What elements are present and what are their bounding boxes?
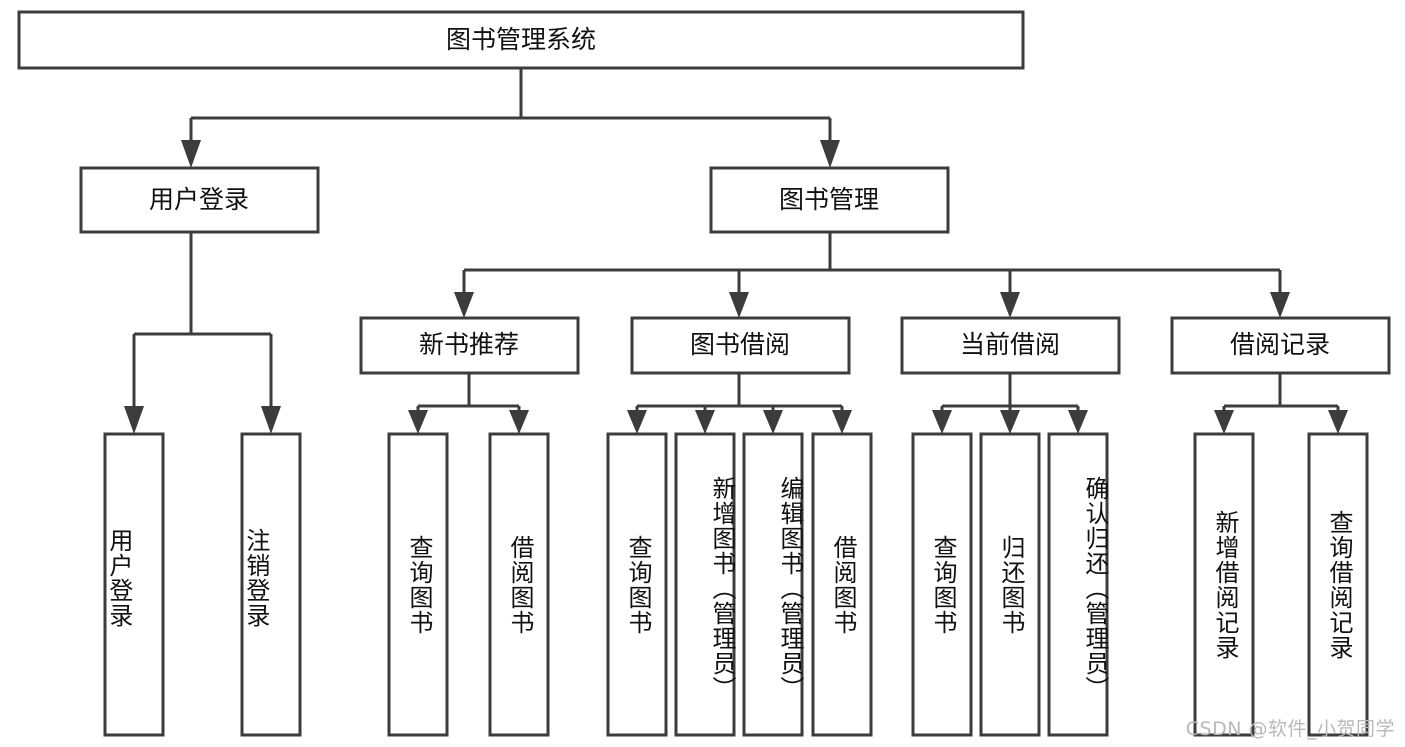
leaf-box-book-borrow-3[interactable] xyxy=(811,432,873,737)
node-user-login-box[interactable] xyxy=(79,166,320,234)
arrowhead-level3-2 xyxy=(1000,292,1020,318)
leaf-box-book-borrow-0[interactable] xyxy=(606,432,668,737)
arrowhead-newbook-leaf-1 xyxy=(509,410,529,434)
arrowhead-borrow-leaf-3 xyxy=(832,410,852,434)
leaf-box-current-borrow-0[interactable] xyxy=(911,432,973,737)
node-borrow-record[interactable]: 借阅记录 xyxy=(1170,316,1391,375)
arrowhead-book-manage xyxy=(820,140,840,168)
arrowhead-record-leaf-1 xyxy=(1328,410,1348,434)
arrowhead-user-login xyxy=(181,140,201,168)
arrowhead-current-leaf-1 xyxy=(1000,410,1020,434)
arrowhead-borrow-leaf-1 xyxy=(695,410,715,434)
leaf-box-current-borrow-1[interactable] xyxy=(979,432,1041,737)
node-new-book-recommend-box[interactable] xyxy=(359,316,580,375)
node-current-borrow-box[interactable] xyxy=(900,316,1121,375)
leaf-box-user-login-0[interactable] xyxy=(103,432,165,737)
leaf-box-user-login-1[interactable] xyxy=(240,432,302,737)
node-title-label: 图书管理系统 xyxy=(446,25,596,54)
node-book-manage[interactable]: 图书管理 xyxy=(709,166,950,234)
node-current-borrow[interactable]: 当前借阅 xyxy=(900,316,1121,375)
arrowhead-record-leaf-0 xyxy=(1214,410,1234,434)
node-user-login-label: 用户登录 xyxy=(149,185,249,214)
arrowhead-level3-1 xyxy=(729,292,749,318)
leaf-box-borrow-record-0[interactable] xyxy=(1193,432,1255,737)
arrowhead-newbook-leaf-0 xyxy=(408,410,428,434)
arrowhead-user-login-leaf-0 xyxy=(124,406,144,434)
node-title[interactable]: 图书管理系统 xyxy=(17,10,1025,70)
node-book-manage-label: 图书管理 xyxy=(779,185,879,214)
nodes-layer: 图书管理系统 用户登录 图书管理 新书推荐 图书借阅 当前 xyxy=(17,10,1391,737)
csdn-watermark: CSDN @软件_小贺同学 xyxy=(1185,718,1395,740)
leaf-box-new-book-0[interactable] xyxy=(387,432,449,737)
arrowhead-user-login-leaf-1 xyxy=(261,406,281,434)
node-borrow-record-label: 借阅记录 xyxy=(1230,330,1330,359)
arrowhead-current-leaf-0 xyxy=(932,410,952,434)
node-borrow-record-box[interactable] xyxy=(1170,316,1391,375)
arrowheads-layer xyxy=(124,140,1348,434)
arrowhead-level3-3 xyxy=(1270,292,1290,318)
node-user-login[interactable]: 用户登录 xyxy=(79,166,320,234)
leaf-box-new-book-1[interactable] xyxy=(488,432,550,737)
arrowhead-borrow-leaf-0 xyxy=(627,410,647,434)
node-book-borrow[interactable]: 图书借阅 xyxy=(630,316,851,375)
arrowhead-current-leaf-2 xyxy=(1068,410,1088,434)
leaf-box-book-borrow-2[interactable] xyxy=(742,432,804,737)
node-book-borrow-box[interactable] xyxy=(630,316,851,375)
node-new-book-recommend-label: 新书推荐 xyxy=(419,330,519,359)
node-title-box[interactable] xyxy=(17,10,1025,70)
arrowhead-level3-0 xyxy=(454,292,474,318)
leaf-box-current-borrow-2[interactable] xyxy=(1047,432,1109,737)
node-book-borrow-label: 图书借阅 xyxy=(690,330,790,359)
leaf-box-book-borrow-1[interactable] xyxy=(674,432,736,737)
leaf-box-borrow-record-1[interactable] xyxy=(1307,432,1369,737)
node-new-book-recommend[interactable]: 新书推荐 xyxy=(359,316,580,375)
node-current-borrow-label: 当前借阅 xyxy=(960,330,1060,359)
node-book-manage-box[interactable] xyxy=(709,166,950,234)
arrowhead-borrow-leaf-2 xyxy=(763,410,783,434)
